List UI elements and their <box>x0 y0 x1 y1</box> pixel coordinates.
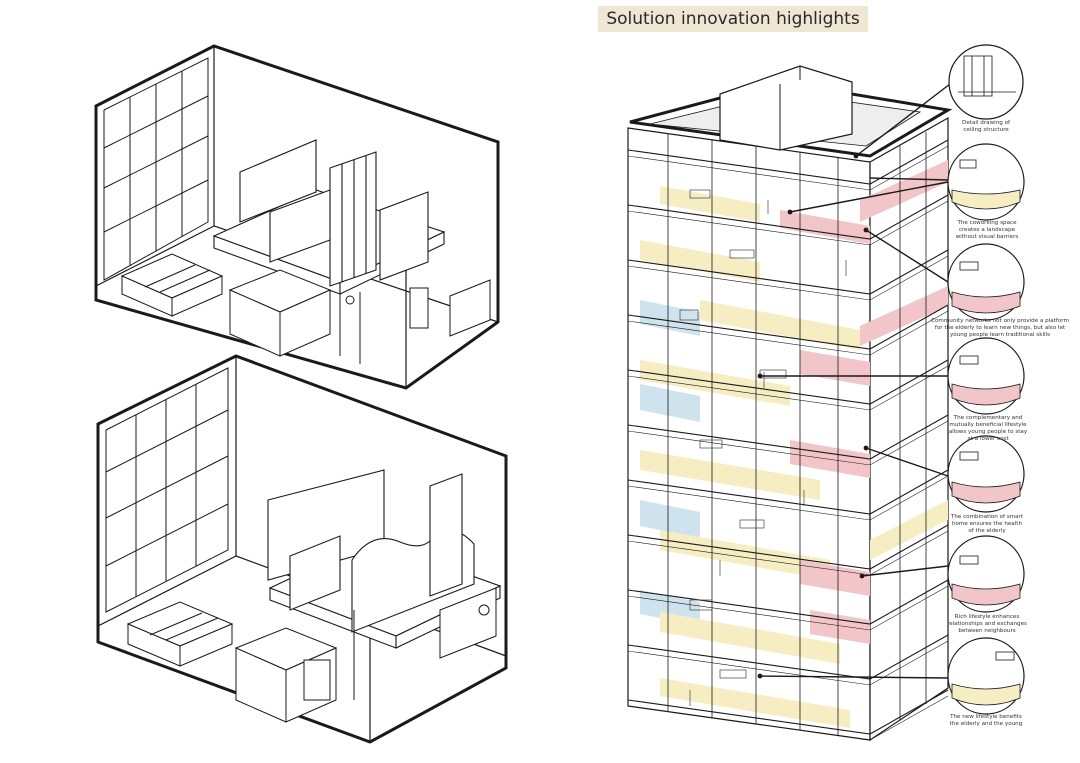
floor-slab-edge <box>627 475 949 521</box>
floor-slab-line <box>627 579 949 625</box>
floor-slab-edge <box>627 200 949 246</box>
floor-slab-edge <box>627 255 949 301</box>
callout-caption-3: Community networks not only provide a pl… <box>931 318 1069 338</box>
callouts <box>757 44 1025 715</box>
callout-caption-6: Rich lifestyle enhances relationships an… <box>947 614 1027 634</box>
floor-slab-edge <box>627 420 949 466</box>
floor-slab-line <box>627 249 949 295</box>
kitchen-block-bottom <box>234 587 497 723</box>
floor-slab-line <box>627 689 949 735</box>
window-grid-bottom <box>105 367 229 613</box>
tower-columns <box>667 132 927 736</box>
floor-slab-edge <box>627 695 949 741</box>
tower-axonometric <box>627 65 953 742</box>
furniture-sketch <box>679 189 847 706</box>
callout-caption-1: Detail drawing of ceiling structure <box>962 120 1010 133</box>
mezzanine-top <box>212 139 446 295</box>
floor-slab-line <box>627 194 949 240</box>
leader-dots <box>757 153 869 679</box>
floor-slab-edge <box>627 365 949 411</box>
window-grid-top <box>103 57 209 281</box>
callout-caption-5: The combination of smart home ensures th… <box>950 514 1024 534</box>
floor-slab-line <box>627 524 949 570</box>
floor-slab-edge <box>627 145 949 191</box>
leader-lines <box>759 83 951 679</box>
callout-caption-2: The coworking space creates a landscape … <box>955 220 1019 240</box>
floor-slab-edge <box>627 310 949 356</box>
floor-slab-line <box>627 414 949 460</box>
tower-roof <box>629 65 953 158</box>
floor-slab-edge <box>627 585 949 631</box>
floor-slab-edge <box>627 640 949 686</box>
apartment-unit-bottom <box>96 354 508 744</box>
sofa-top <box>120 253 224 317</box>
apartment-unit-top <box>94 44 500 390</box>
floor-slab-line <box>627 139 949 185</box>
floor-slab-line <box>627 634 949 680</box>
kitchen-block-top <box>228 269 491 364</box>
page-title: Solution innovation highlights <box>598 6 868 32</box>
callout-caption-7: The new lifestyle benefits the elderly a… <box>949 714 1023 727</box>
floor-slab-line <box>627 469 949 515</box>
callout-caption-4: The complementary and mutually beneficia… <box>948 415 1028 442</box>
sofa-bottom <box>126 601 234 667</box>
floor-slab-line <box>627 304 949 350</box>
floor-color-zones <box>640 160 948 728</box>
detail-circle-contents <box>951 55 1021 706</box>
floor-slab-line <box>627 359 949 405</box>
floor-slabs <box>627 139 949 741</box>
